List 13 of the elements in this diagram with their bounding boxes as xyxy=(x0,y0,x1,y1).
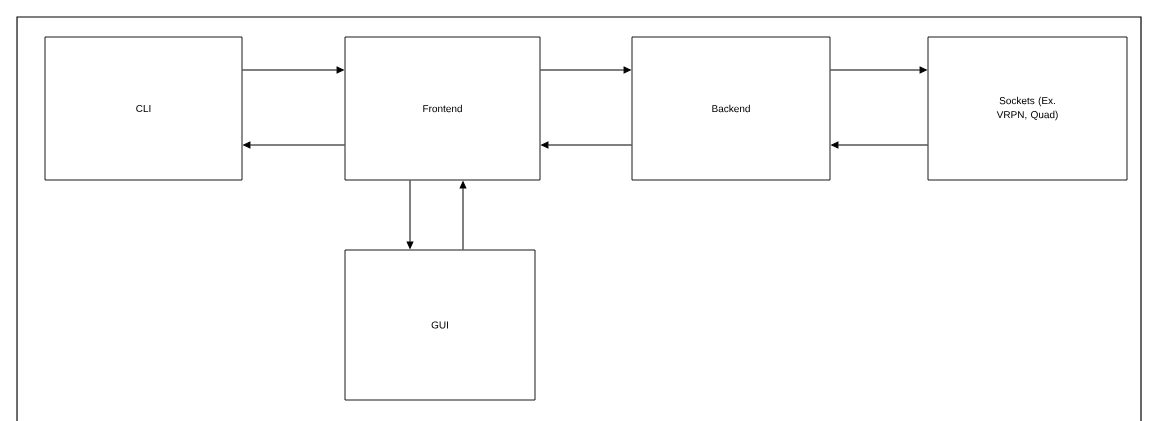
arrow xyxy=(829,66,927,74)
process-box: Frontend xyxy=(344,36,541,181)
arrow xyxy=(243,141,346,149)
arrow xyxy=(406,179,414,249)
arrow xyxy=(539,66,631,74)
process-box: Sockets (Ex. VRPN, Quad) xyxy=(927,36,1128,181)
process-box: CLI xyxy=(44,36,243,181)
arrow xyxy=(541,141,633,149)
arrow xyxy=(241,66,344,74)
arrow xyxy=(459,181,467,251)
arrow xyxy=(831,141,929,149)
process-box: GUI xyxy=(344,249,536,401)
process-box: Backend xyxy=(631,36,831,181)
